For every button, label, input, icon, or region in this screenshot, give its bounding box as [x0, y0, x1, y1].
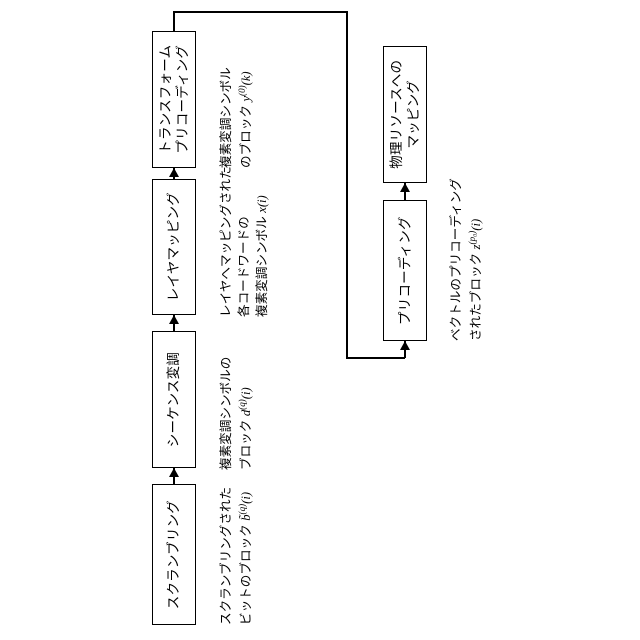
signal-label-layer-mapped-symbols-line2: 各コードワードの — [236, 216, 251, 317]
block-transform-precoding-label-line1: トランスフォーム — [157, 45, 173, 154]
signal-label-precoded-vector-block-line2: されたブロック z(p₀)(i) — [466, 178, 486, 341]
signal-label-scrambled-bits-prefix: ビットのブロック — [239, 520, 254, 625]
block-scrambling-label-line1: スクランブリング — [166, 499, 182, 610]
block-layer-mapping-label-line1: レイヤマッピング — [166, 192, 182, 302]
arrowhead-sequence-modulation-to-layer-mapping — [169, 315, 179, 324]
signal-label-precoded-vector-block: ベクトルのプリコーディング されたブロック z(p₀)(i) — [448, 178, 486, 341]
signal-label-precoded-vector-block-symbol: z — [469, 244, 484, 250]
signal-label-precoded-vector-block-superscript: (p₀) — [466, 230, 477, 245]
connector-top-rail — [173, 11, 348, 13]
signal-label-transform-precoded-symbols-line2: のブロック y(0)(k) — [236, 67, 256, 168]
connector-bottom-rail-to-precoding — [346, 357, 405, 359]
signal-label-scrambled-bits-superscript: (q) — [236, 503, 247, 515]
block-physical-resource-mapping-label: 物理リソースへの マッピング — [388, 60, 423, 169]
signal-label-layer-mapped-symbols-prefix: 複素変調シンボル — [254, 212, 269, 317]
block-sequence-modulation-label-line1: シーケンス変調 — [166, 351, 182, 448]
block-scrambling-label: スクランブリング — [165, 500, 182, 609]
block-layer-mapping[interactable]: レイヤマッピング — [152, 179, 196, 315]
block-sequence-modulation-label: シーケンス変調 — [165, 352, 182, 447]
block-sequence-modulation[interactable]: シーケンス変調 — [152, 331, 196, 468]
signal-label-modulation-symbols-line2: ブロック d(q)(i) — [236, 357, 256, 470]
signal-label-modulation-symbols-line1: 複素変調シンボルの — [219, 356, 233, 470]
signal-label-scrambled-bits-line1: スクランブリングされた — [219, 486, 233, 625]
signal-label-scrambled-bits-argument: (i) — [239, 491, 254, 504]
signal-label-precoded-vector-block-argument: (i) — [469, 218, 484, 231]
signal-label-layer-mapped-symbols-argument: (i) — [254, 195, 269, 208]
block-scrambling[interactable]: スクランブリング — [152, 484, 196, 625]
connector-right-rail — [346, 11, 348, 358]
signal-label-transform-precoded-symbols-argument: (k) — [239, 71, 254, 86]
block-precoding-label-line1: プリコーディング — [397, 216, 413, 325]
block-physical-resource-mapping[interactable]: 物理リソースへの マッピング — [383, 46, 427, 183]
signal-label-modulation-symbols-superscript: (q) — [236, 399, 247, 410]
block-layer-mapping-label: レイヤマッピング — [165, 192, 182, 301]
signal-label-layer-mapped-symbols-symbol: x — [254, 207, 269, 213]
signal-label-scrambled-bits: スクランブリングされた ビットのブロック b̃(q)(i) — [218, 487, 256, 625]
signal-label-transform-precoded-symbols-prefix: のブロック — [239, 101, 254, 168]
signal-label-layer-mapped-symbols-line1: レイヤへマッピングされた — [219, 166, 233, 317]
block-transform-precoding[interactable]: トランスフォーム プリコーディング — [152, 31, 196, 168]
block-precoding-label: プリコーディング — [396, 216, 413, 325]
signal-label-layer-mapped-symbols: レイヤへマッピングされた 各コードワードの 複素変調シンボル x(i) — [218, 166, 272, 317]
arrowhead-scrambling-to-sequence-modulation — [169, 468, 179, 477]
signal-label-transform-precoded-symbols-symbol: y — [239, 95, 254, 102]
signal-label-transform-precoded-symbols: 複素変調シンボル のブロック y(0)(k) — [218, 67, 256, 168]
signal-label-modulation-symbols: 複素変調シンボルの ブロック d(q)(i) — [218, 357, 256, 470]
connector-transform-precoding-riser — [173, 11, 175, 31]
signal-label-modulation-symbols-prefix: ブロック — [239, 416, 254, 470]
signal-label-scrambled-bits-symbol: b̃ — [239, 514, 254, 521]
block-physical-resource-mapping-label-line2: マッピング — [406, 80, 421, 149]
block-transform-precoding-label-line2: プリコーディング — [175, 45, 190, 154]
signal-label-precoded-vector-block-prefix: されたブロック — [469, 249, 484, 341]
arrowhead-precoding-to-physical-resource-mapping — [400, 183, 410, 192]
block-precoding[interactable]: プリコーディング — [383, 200, 427, 341]
signal-label-modulation-symbols-argument: (i) — [239, 387, 254, 400]
signal-label-layer-mapped-symbols-line3: 複素変調シンボル x(i) — [254, 166, 272, 317]
signal-label-transform-precoded-symbols-line1: 複素変調シンボル — [219, 67, 233, 168]
arrowhead-into-precoding — [400, 341, 410, 350]
signal-label-precoded-vector-block-line1: ベクトルのプリコーディング — [449, 178, 463, 341]
block-physical-resource-mapping-label-line1: 物理リソースへの — [388, 60, 404, 169]
arrowhead-layer-mapping-to-transform-precoding — [169, 168, 179, 177]
signal-label-transform-precoded-symbols-superscript: (0) — [236, 85, 247, 96]
signal-label-scrambled-bits-line2: ビットのブロック b̃(q)(i) — [236, 487, 256, 625]
block-transform-precoding-label: トランスフォーム プリコーディング — [157, 45, 192, 154]
signal-label-modulation-symbols-symbol: d — [239, 409, 254, 417]
